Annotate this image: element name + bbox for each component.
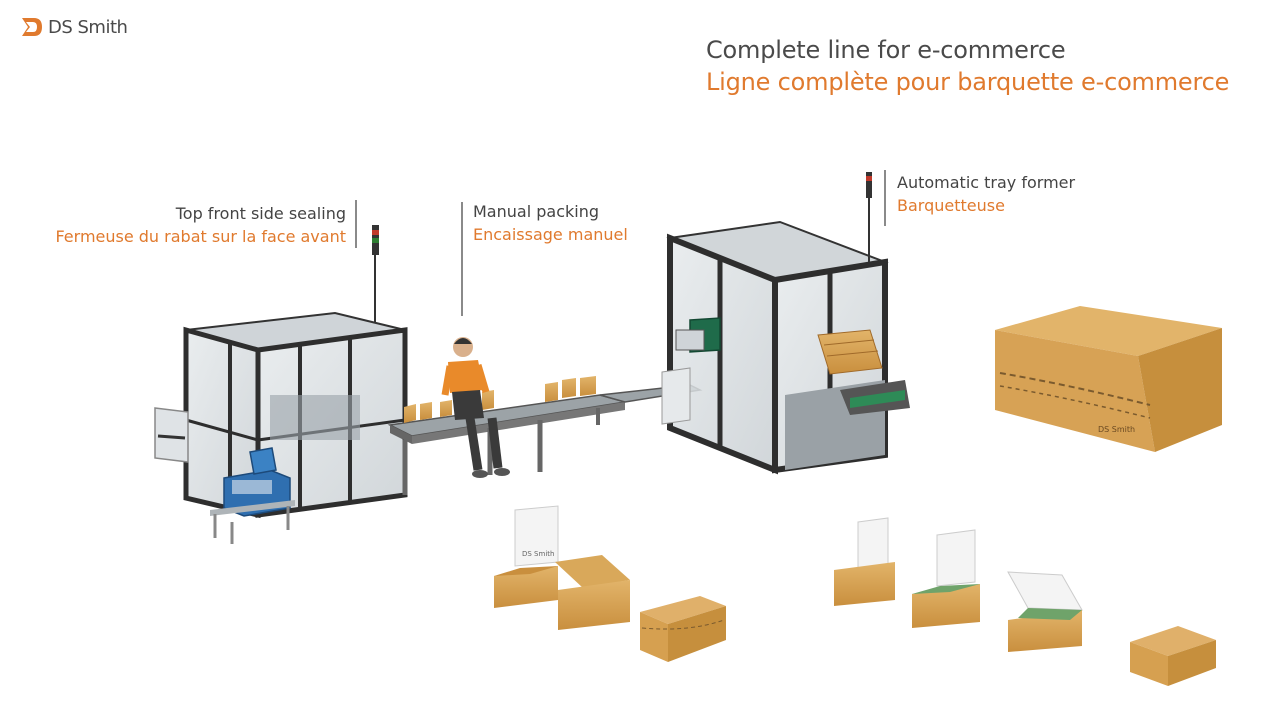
page-title: Complete line for e-commerce Ligne compl… xyxy=(706,34,1229,98)
sealing-machine xyxy=(154,225,408,544)
tray-former-machine xyxy=(661,172,910,475)
station-label-packing-en: Manual packing xyxy=(473,202,599,221)
ds-smith-logo-icon xyxy=(22,18,42,36)
brand-name: DS Smith xyxy=(48,16,128,38)
station-label-tray-former: Automatic tray former Barquetteuse xyxy=(897,171,1075,217)
large-box-brand: DS Smith xyxy=(1098,425,1135,434)
box-brand-label: DS Smith xyxy=(522,550,554,558)
product-boxes-right xyxy=(834,517,1216,686)
station-label-tray-former-en: Automatic tray former xyxy=(897,173,1076,192)
product-boxes-left: DS Smith xyxy=(494,505,726,662)
station-label-sealing-en: Top front side sealing xyxy=(175,204,346,223)
conveyor xyxy=(387,376,703,495)
station-label-tray-former-fr: Barquetteuse xyxy=(897,196,1005,215)
station-label-sealing-fr: Fermeuse du rabat sur la face avant xyxy=(55,227,346,246)
title-french: Ligne complète pour barquette e-commerce xyxy=(706,68,1230,96)
station-label-packing: Manual packing Encaissage manuel xyxy=(473,200,628,246)
callout-line-packing xyxy=(461,202,463,316)
station-label-packing-fr: Encaissage manuel xyxy=(473,225,628,244)
station-label-sealing: Top front side sealing Fermeuse du rabat… xyxy=(55,202,346,248)
brand-logo: DS Smith xyxy=(20,16,128,38)
title-english: Complete line for e-commerce xyxy=(706,36,1066,64)
callout-line-tray-former xyxy=(884,170,886,226)
callout-line-sealing xyxy=(355,200,357,248)
worker-figure xyxy=(441,337,510,478)
large-shipping-box: DS Smith xyxy=(995,306,1222,452)
